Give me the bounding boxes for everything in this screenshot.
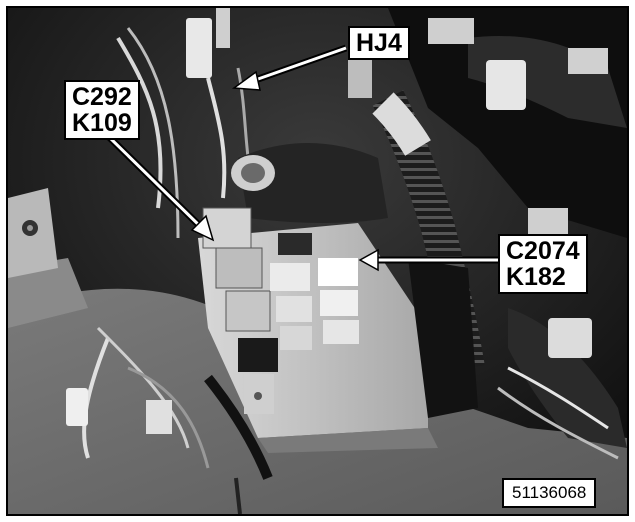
callout-c292-k109: C292 K109 xyxy=(64,80,140,140)
photo-frame: HJ4 C292 K109 C2074 K182 51136068 xyxy=(6,6,629,516)
label-k182: K182 xyxy=(506,263,566,291)
label-c292: C292 xyxy=(72,83,132,111)
label-hj4: HJ4 xyxy=(356,29,402,57)
arrow-c2074 xyxy=(358,248,498,272)
engine-bay-photo xyxy=(8,8,627,514)
callout-c2074-k182: C2074 K182 xyxy=(498,234,588,294)
callout-hj4: HJ4 xyxy=(348,26,410,60)
figure-number: 51136068 xyxy=(502,478,597,508)
label-c2074: C2074 xyxy=(506,237,580,265)
arrow-hj4 xyxy=(231,44,348,91)
label-k109: K109 xyxy=(72,109,132,137)
arrow-c292 xyxy=(105,133,215,242)
